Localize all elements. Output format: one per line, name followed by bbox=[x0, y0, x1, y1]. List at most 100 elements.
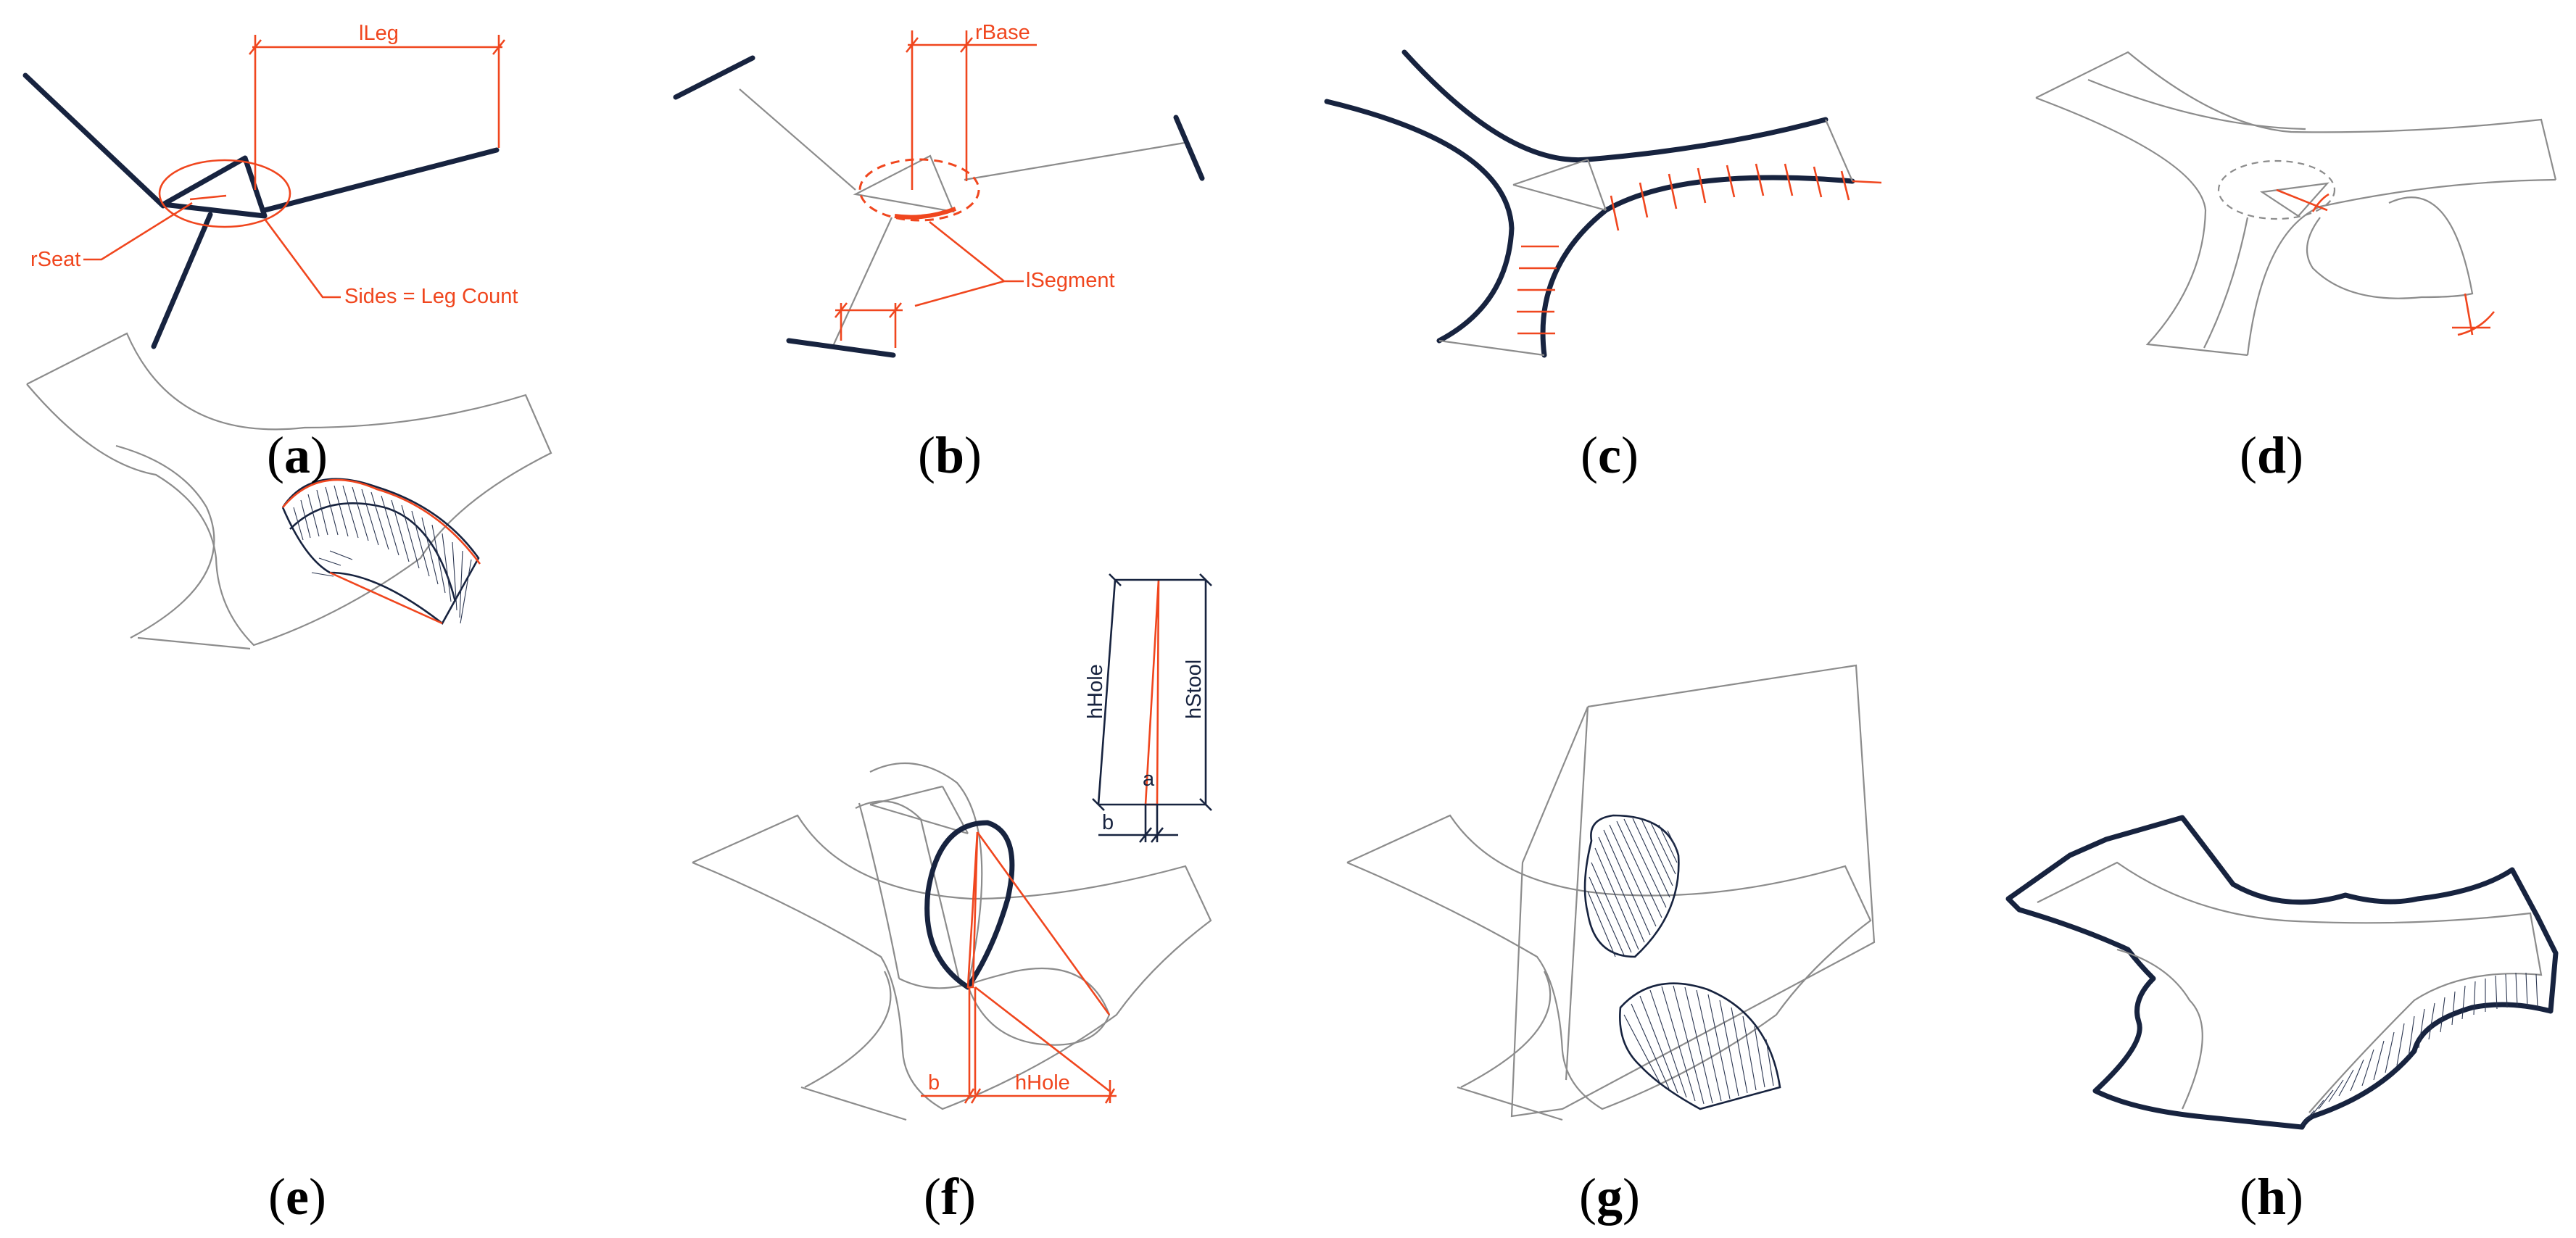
panel-e bbox=[26, 332, 552, 650]
final-hatch-lines bbox=[2301, 972, 2538, 1126]
base-tick-left bbox=[905, 37, 919, 53]
inset-b-tick-right bbox=[1150, 827, 1164, 843]
final-outline bbox=[2005, 815, 2559, 1130]
panel-c bbox=[1324, 49, 1882, 358]
segment-line-left bbox=[673, 55, 755, 100]
panel-d bbox=[2035, 51, 2557, 357]
profile-outline-left bbox=[2035, 96, 2248, 357]
loop-outline-left bbox=[855, 800, 962, 989]
angle-a-label: a bbox=[1143, 768, 1155, 791]
cutting-plane-edge bbox=[1565, 706, 1589, 1081]
stool-outline bbox=[26, 332, 552, 647]
hatched-loop-lower bbox=[1619, 982, 1781, 1110]
segment-tick-right bbox=[888, 302, 903, 318]
bottom-tick-right bbox=[970, 1088, 982, 1104]
hatched-surface-red-rim bbox=[282, 478, 481, 565]
segment-leader-upper bbox=[929, 220, 1005, 283]
stool-inner-line bbox=[1460, 971, 1552, 1088]
caption-a: (a) bbox=[267, 426, 328, 484]
caption-d: (d) bbox=[2240, 426, 2303, 484]
segment-leader-lower bbox=[914, 280, 1005, 307]
arc-curve-left bbox=[1324, 99, 1515, 344]
leg-line-bottom bbox=[151, 212, 213, 349]
b-bottom-label: b bbox=[928, 1071, 940, 1094]
loop-triangle-line-3 bbox=[869, 803, 969, 835]
hole-triangle bbox=[966, 831, 979, 989]
base-leg-line-left bbox=[739, 88, 856, 191]
hole-loop-outline bbox=[924, 820, 1015, 990]
caption-g: (g) bbox=[1579, 1168, 1640, 1226]
hatched-loop-upper bbox=[1583, 814, 1680, 958]
hatched-surface-red-base bbox=[329, 571, 443, 625]
arc-base-line-2 bbox=[1586, 159, 1607, 211]
segment-tick-left bbox=[834, 302, 848, 318]
panel-a: lLeg rSeat Sides = Leg Count bbox=[22, 22, 518, 349]
profile-dashed-circle bbox=[2217, 159, 2336, 220]
seat-triangle bbox=[160, 155, 268, 219]
segment-length-label: lSegment bbox=[1026, 269, 1115, 292]
seat-leader bbox=[83, 202, 193, 261]
loop-outline-bottom bbox=[966, 967, 1111, 1046]
profile-inner-line-2 bbox=[2246, 178, 2556, 356]
profile-inner-line-3 bbox=[2203, 217, 2249, 349]
sides-leader bbox=[263, 218, 341, 299]
inset-line-left bbox=[1097, 579, 1117, 805]
leg-tick-left bbox=[248, 39, 262, 55]
final-inner-outline bbox=[2037, 861, 2543, 1113]
segment-line-bottom bbox=[786, 338, 896, 358]
hatched-loop-lower-lines bbox=[1623, 985, 1774, 1105]
profile-inner-line-1 bbox=[2087, 78, 2306, 130]
stool-left-edge bbox=[1457, 1086, 1563, 1121]
hatched-surface bbox=[281, 478, 480, 625]
profile-loop bbox=[2306, 196, 2474, 299]
stool-left-edge bbox=[137, 636, 251, 650]
base-triangle bbox=[853, 154, 955, 213]
caption-h: (h) bbox=[2240, 1168, 2303, 1226]
segment-arc bbox=[894, 207, 957, 220]
hatched-surface-outline-inner bbox=[289, 502, 457, 602]
cutting-plane-outline bbox=[1510, 664, 1876, 1118]
stool-left-edge bbox=[800, 1086, 907, 1121]
arc-base-line-5 bbox=[1438, 339, 1545, 357]
seat-circle bbox=[158, 159, 291, 228]
profile-outline-top bbox=[2035, 51, 2557, 180]
loop-triangle-line-1 bbox=[869, 785, 943, 806]
b-top-label: b bbox=[1102, 811, 1114, 834]
hhole-top-label: hHole bbox=[1084, 664, 1107, 719]
arc-end-mark bbox=[1852, 180, 1882, 184]
caption-c: (c) bbox=[1581, 426, 1639, 484]
leg-line-right bbox=[262, 147, 500, 213]
hatched-loop-lower-outline bbox=[1619, 982, 1781, 1110]
caption-e: (e) bbox=[268, 1168, 326, 1226]
arc-division-marks-horizontal bbox=[1517, 245, 1559, 335]
panel-h bbox=[2005, 815, 2559, 1130]
arc-curve-upper bbox=[1401, 49, 1829, 163]
profile-triangle bbox=[2259, 182, 2329, 217]
profile-red-wedge bbox=[2276, 188, 2329, 212]
hatched-loop-upper-outline bbox=[1583, 814, 1680, 958]
stool-outline bbox=[692, 814, 1212, 1110]
arc-base-line-1 bbox=[1512, 183, 1607, 212]
leg-line-left bbox=[22, 72, 166, 209]
profile-red-tip bbox=[2452, 293, 2496, 336]
hatched-loop-upper-lines bbox=[1587, 818, 1678, 957]
leg-length-label: lLeg bbox=[359, 22, 399, 45]
base-leg-line-right bbox=[964, 141, 1190, 181]
bottom-tick-left bbox=[964, 1088, 975, 1104]
panel-b: rBase lSegment bbox=[673, 21, 1205, 358]
hstool-label: hStool bbox=[1183, 660, 1206, 719]
base-circle bbox=[858, 158, 980, 222]
dimension-inset: hHole hStool a b bbox=[1084, 573, 1212, 843]
panel-f: b hHole hHole hStool a b bbox=[692, 573, 1212, 1121]
arc-curve-lower bbox=[1540, 175, 1855, 358]
loop-outline-top bbox=[869, 762, 983, 986]
base-radius-label: rBase bbox=[975, 21, 1030, 44]
seat-radius-line bbox=[189, 194, 227, 201]
stool-inner-line bbox=[115, 444, 215, 639]
inset-b-tick-left bbox=[1138, 827, 1153, 843]
final-inner-curve bbox=[2116, 948, 2203, 1110]
base-tick-right bbox=[959, 37, 974, 53]
sides-label: Sides = Leg Count bbox=[344, 285, 518, 308]
hatched-surface-outline-outer bbox=[281, 478, 480, 625]
